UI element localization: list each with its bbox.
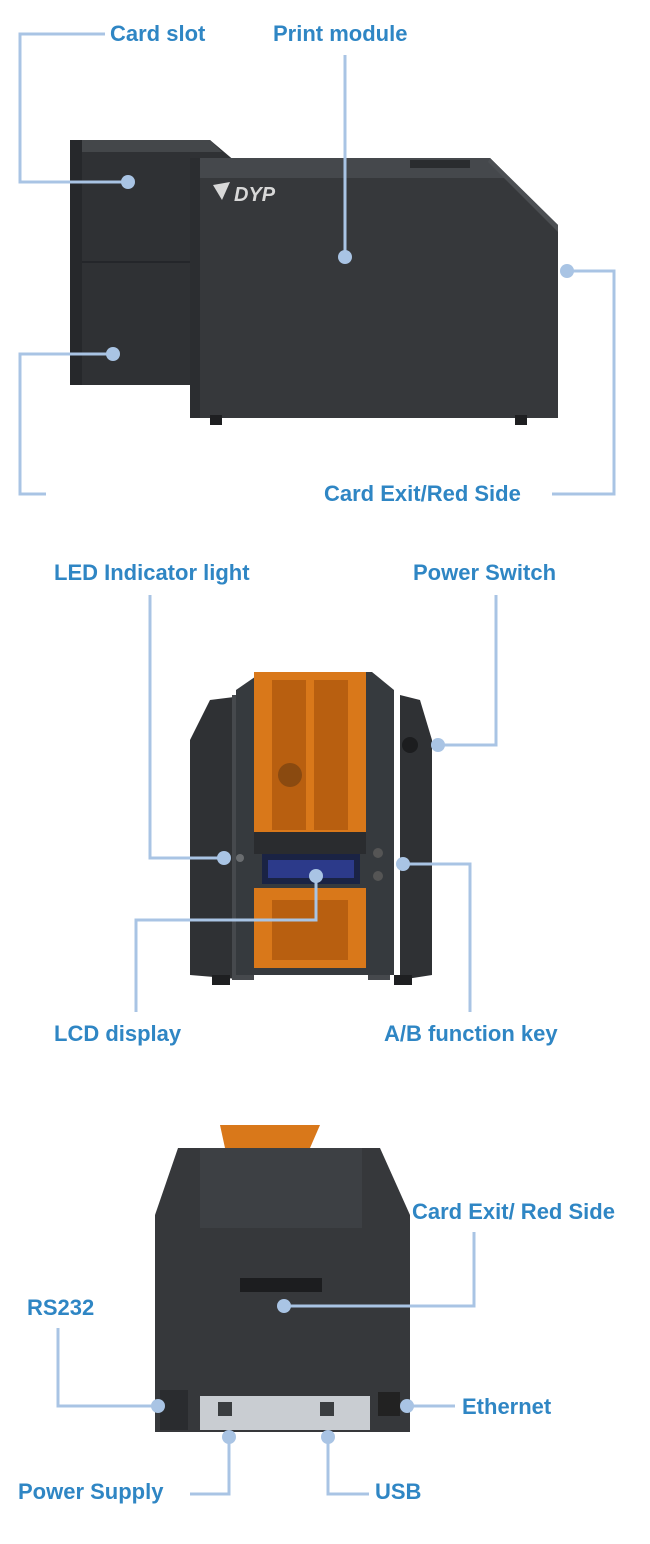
label-power-switch: Power Switch [413, 560, 557, 585]
label-card-exit-side: Card Exit/Red Side [324, 481, 521, 506]
printer-front-view [190, 672, 432, 985]
label-print-module: Print module [273, 21, 408, 46]
label-usb: USB [375, 1479, 422, 1504]
label-power-supply: Power Supply [18, 1479, 164, 1504]
printer-side-view: DYP [70, 140, 558, 425]
label-card-slot: Card slot [110, 21, 206, 46]
label-ethernet: Ethernet [462, 1394, 552, 1419]
printer-back-view [155, 1125, 410, 1432]
label-card-exit-back: Card Exit/ Red Side [412, 1199, 615, 1224]
label-led-indicator: LED Indicator light [54, 560, 250, 585]
label-rs232: RS232 [27, 1295, 95, 1320]
label-lcd-display: LCD display [54, 1021, 182, 1046]
label-ab-function-key: A/B function key [384, 1021, 558, 1046]
dyp-logo: DYP [234, 184, 276, 206]
